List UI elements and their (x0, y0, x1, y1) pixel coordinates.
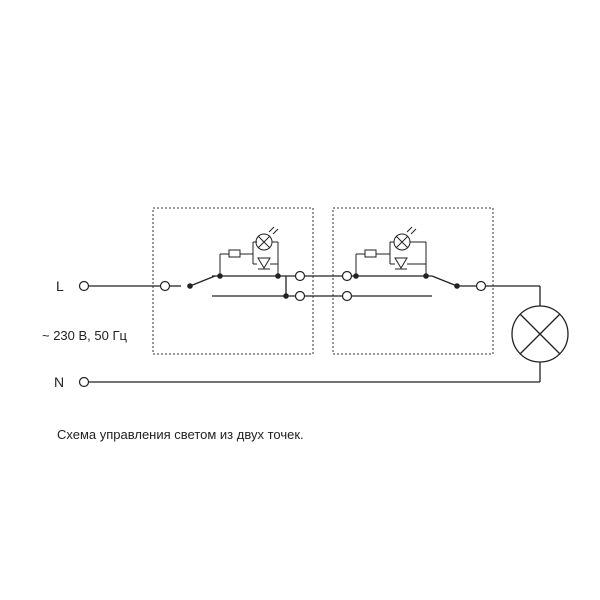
terminal-icon (78, 376, 90, 388)
resistor-icon (364, 249, 377, 258)
switch-blade-icon (189, 275, 216, 287)
terminal-icon (475, 280, 487, 292)
terminal-icon (78, 280, 90, 292)
diagram-caption: Схема управления светом из двух точек. (57, 427, 304, 442)
switch-1-enclosure (152, 207, 314, 355)
resistor-icon (228, 249, 241, 258)
indicator-lamp-icon (393, 226, 417, 251)
lamp-feed-wire (485, 285, 541, 306)
terminal-icon (159, 280, 171, 292)
neutral-label: N (54, 374, 65, 390)
line-label: L (56, 278, 64, 294)
junction-dot-icon (275, 273, 281, 279)
neutral-wire (89, 362, 541, 383)
switch-1 (170, 226, 296, 299)
supply-voltage-label: ~ 230 В, 50 Гц (42, 328, 127, 343)
junction-dot-icon (353, 273, 359, 279)
lamp-icon (511, 305, 569, 363)
junction-dot-icon (454, 283, 460, 289)
diode-icon (394, 257, 408, 270)
junction-dot-icon (217, 273, 223, 279)
terminal-icon (294, 290, 306, 302)
terminal-icon (294, 270, 306, 282)
junction-dot-icon (187, 283, 193, 289)
switch-2 (352, 226, 476, 297)
terminal-icon (341, 270, 353, 282)
switch-2-enclosure (332, 207, 494, 355)
junction-dot-icon (423, 273, 429, 279)
terminal-icon (341, 290, 353, 302)
diode-icon (257, 257, 271, 270)
switch-blade-icon (431, 275, 458, 287)
indicator-lamp-icon (255, 226, 279, 251)
